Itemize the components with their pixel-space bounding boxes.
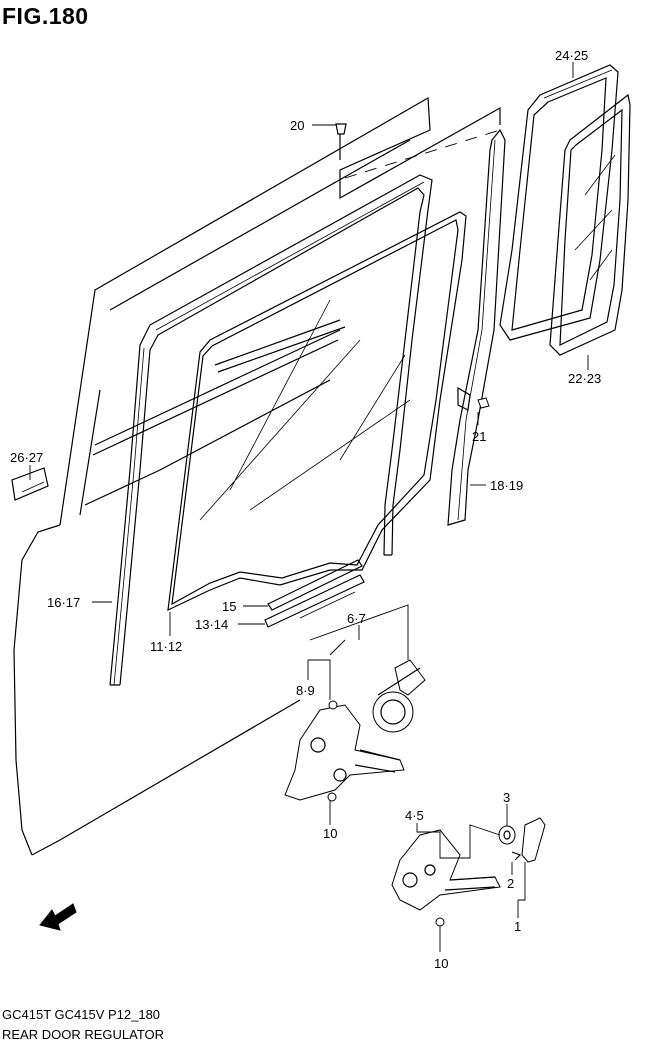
callout-1: 1: [514, 919, 522, 934]
callout-4-5: 4·5: [405, 808, 424, 823]
callout-22-23: 22·23: [568, 371, 602, 386]
callout-15: 15: [222, 599, 237, 614]
callout-10-lower: 10: [434, 956, 449, 971]
window-regulator-upper: [284, 700, 405, 802]
callout-11-12: 11·12: [150, 639, 183, 654]
callout-6-7: 6·7: [347, 611, 366, 626]
fwd-arrow-icon: [39, 903, 77, 931]
screw-20: [335, 123, 347, 160]
callout-21: 21: [472, 429, 487, 444]
model-code: GC415T GC415V P12_180: [2, 1007, 161, 1022]
rear-run-channel: [447, 128, 506, 526]
callout-16-17: 16·17: [47, 595, 81, 610]
callout-26-27: 26·27: [10, 450, 44, 465]
callout-18-19: 18·19: [490, 478, 524, 493]
callout-10-upper: 10: [323, 826, 338, 841]
door-sash-weatherstrip: [109, 174, 433, 686]
leader-lines: [29, 62, 589, 952]
callout-13-14: 13·14: [195, 617, 229, 632]
window-motor: [372, 659, 426, 733]
door-panel: [11, 96, 501, 856]
figure-caption: REAR DOOR REGULATOR: [2, 1027, 165, 1042]
clip-part-26-27: [11, 467, 49, 501]
callout-3: 3: [503, 790, 511, 805]
callout-2: 2: [507, 876, 515, 891]
figure-title: FIG.180: [2, 3, 89, 29]
bolt-21: [477, 397, 490, 409]
callout-24-25: 24·25: [555, 48, 589, 63]
callout-8-9: 8·9: [296, 683, 315, 698]
window-handle-parts: [498, 817, 546, 863]
quarter-window-frame: [499, 64, 619, 341]
quarter-window-glass: [549, 93, 631, 356]
belt-weatherstrips: [264, 559, 365, 628]
callout-20: 20: [290, 118, 305, 133]
window-regulator-lower: [391, 829, 501, 927]
door-glass: [167, 129, 501, 612]
